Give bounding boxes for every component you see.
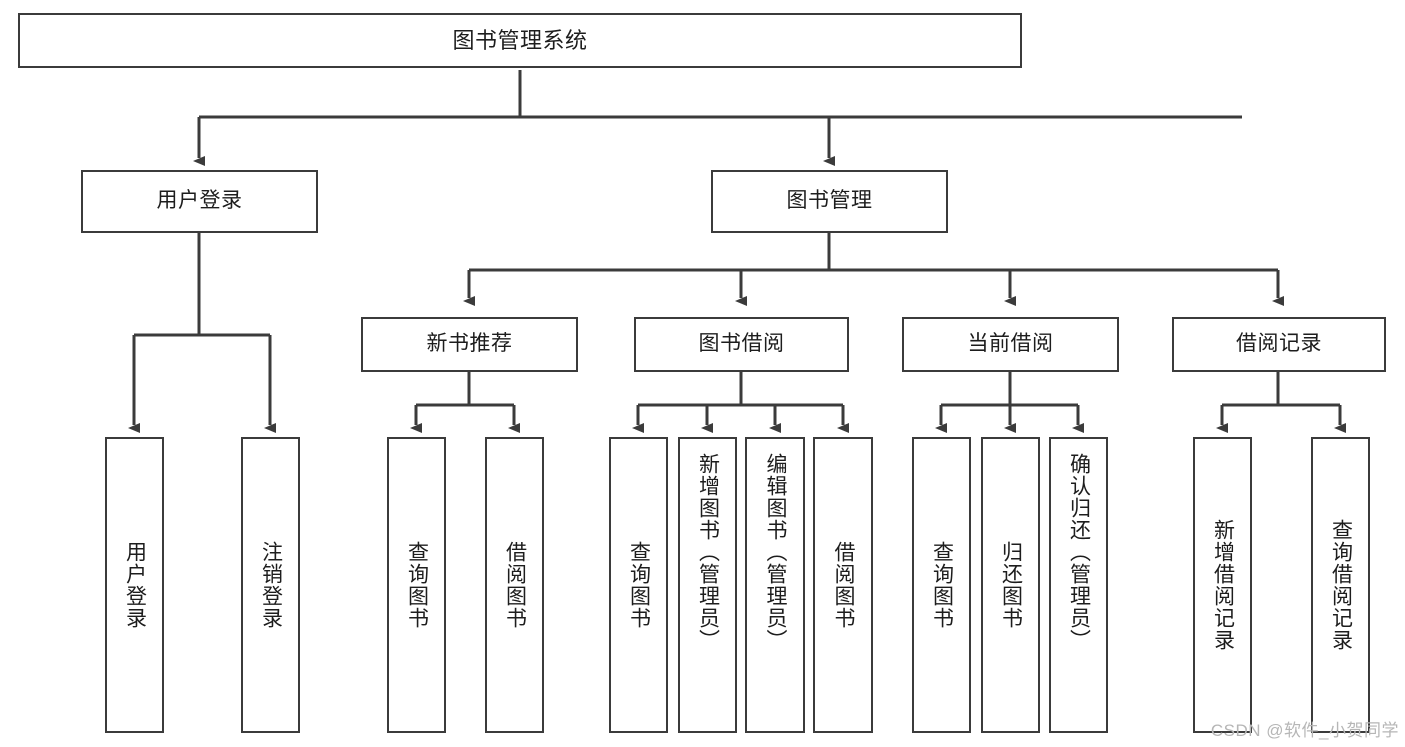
leaf-logout[interactable]: 注销登录 (241, 437, 300, 733)
node-label: 新书推荐 (426, 332, 513, 356)
node-label: 查询图书 (930, 541, 954, 629)
node-label: 编辑图书（管理员） (763, 453, 787, 651)
node-label: 注销登录 (259, 541, 283, 629)
node-label: 新增借阅记录 (1211, 519, 1235, 651)
leaf-user-login[interactable]: 用户登录 (105, 437, 164, 733)
leaf-query-book-borrow[interactable]: 查询图书 (609, 437, 668, 733)
leaf-query-borrow-record[interactable]: 查询借阅记录 (1311, 437, 1370, 733)
leaf-borrow-book[interactable]: 借阅图书 (813, 437, 873, 733)
leaf-borrow-book-newbook[interactable]: 借阅图书 (485, 437, 544, 733)
node-borrow-record[interactable]: 借阅记录 (1172, 317, 1386, 372)
leaf-add-borrow-record[interactable]: 新增借阅记录 (1193, 437, 1252, 733)
node-current-borrow[interactable]: 当前借阅 (902, 317, 1119, 372)
node-label: 用户登录 (123, 541, 147, 629)
csdn-watermark: CSDN @软件_小贺同学 (1210, 721, 1399, 740)
node-label: 查询图书 (627, 541, 651, 629)
node-label: 图书管理 (786, 189, 873, 213)
leaf-query-book-newbook[interactable]: 查询图书 (387, 437, 446, 733)
leaf-return-book[interactable]: 归还图书 (981, 437, 1040, 733)
node-label: 当前借阅 (967, 332, 1054, 356)
node-user-login[interactable]: 用户登录 (81, 170, 318, 233)
node-label: 借阅图书 (831, 541, 855, 629)
node-new-book-recommend[interactable]: 新书推荐 (361, 317, 578, 372)
node-label: 借阅记录 (1236, 332, 1322, 356)
node-label: 查询图书 (405, 541, 429, 629)
node-label: 新增图书（管理员） (696, 453, 720, 651)
node-label: 确认归还（管理员） (1067, 453, 1091, 651)
node-label: 用户登录 (156, 189, 243, 213)
node-label: 图书借阅 (698, 332, 785, 356)
leaf-confirm-return-admin[interactable]: 确认归还（管理员） (1049, 437, 1108, 733)
node-label: 图书管理系统 (452, 27, 588, 53)
node-label: 借阅图书 (503, 541, 527, 629)
leaf-add-book-admin[interactable]: 新增图书（管理员） (678, 437, 737, 733)
leaf-edit-book-admin[interactable]: 编辑图书（管理员） (745, 437, 805, 733)
node-root-system[interactable]: 图书管理系统 (18, 13, 1022, 68)
node-book-borrow[interactable]: 图书借阅 (634, 317, 849, 372)
leaf-query-book-current[interactable]: 查询图书 (912, 437, 971, 733)
node-label: 归还图书 (999, 541, 1023, 629)
node-label: 查询借阅记录 (1329, 519, 1353, 651)
node-book-management[interactable]: 图书管理 (711, 170, 948, 233)
